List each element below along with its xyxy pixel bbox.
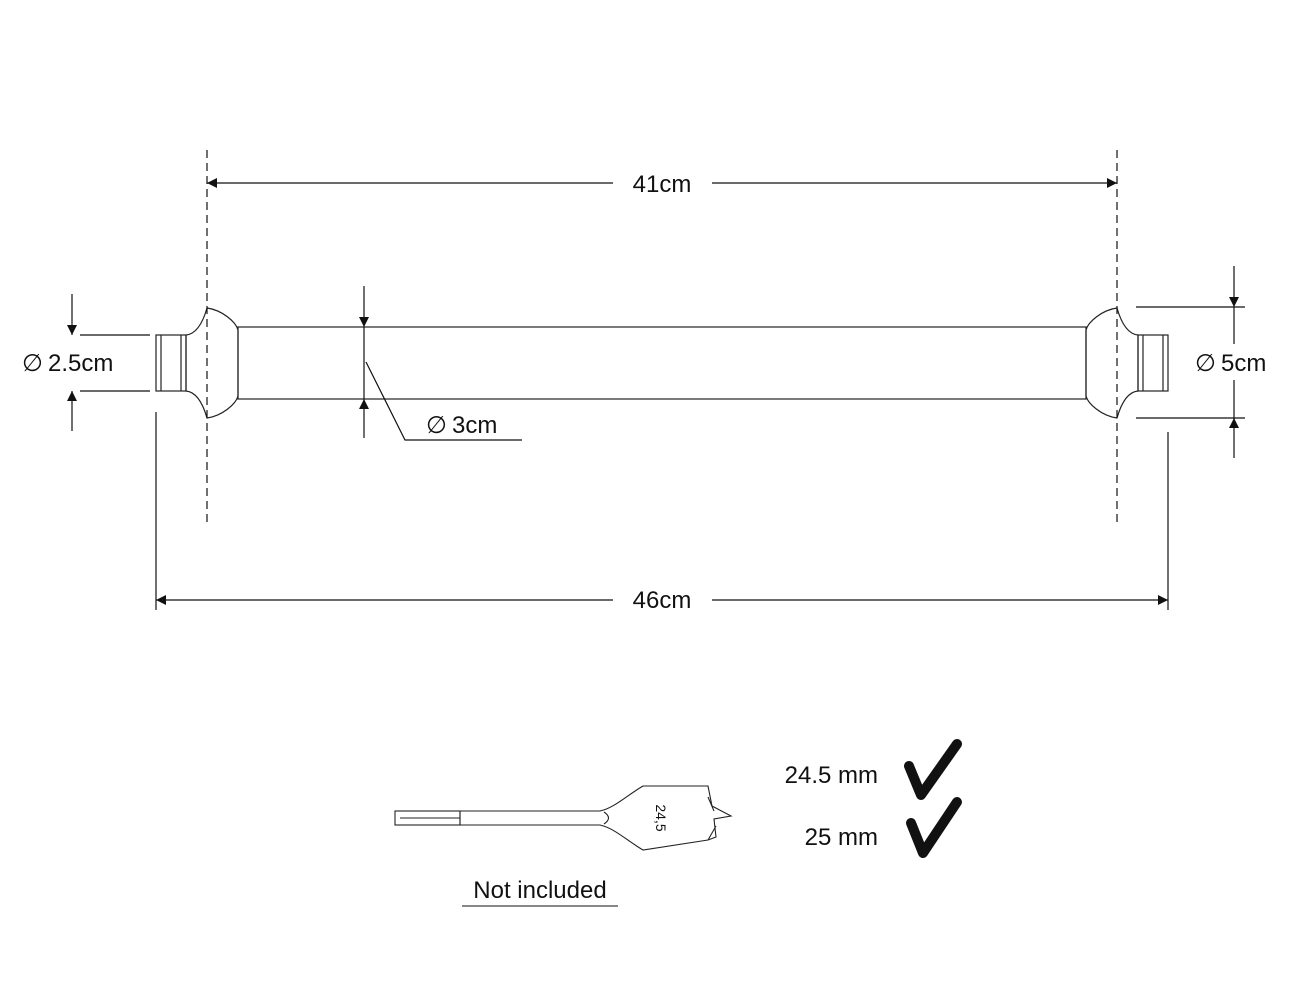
not-included-note: Not included (473, 877, 606, 904)
size-label: 25 mm (805, 824, 878, 851)
check-icon (906, 797, 962, 858)
left-knob (185, 307, 239, 419)
rod-diameter-label: 3cm (452, 412, 497, 439)
dimension-lines (67, 150, 1245, 610)
right-knob (1085, 307, 1139, 419)
spade-drill-bit (394, 785, 733, 851)
diameter-symbol: ∅ (1195, 350, 1216, 377)
overall-length-label: 46cm (633, 587, 692, 614)
diameter-symbol: ∅ (22, 350, 43, 377)
curtain-rod-drawing (155, 307, 1169, 419)
drill-bit-size-label: 24,5 (653, 804, 669, 831)
check-icon (904, 739, 962, 800)
rod-diameter-callout: ∅ 3cm (426, 412, 497, 439)
knob-diameter-label: 5cm (1221, 350, 1266, 377)
rod-tube (237, 326, 1087, 400)
end-pin-diameter-callout: ∅ 2.5cm (22, 350, 113, 377)
diameter-symbol: ∅ (426, 412, 447, 439)
inner-length-label: 41cm (633, 171, 692, 198)
knob-diameter-callout: ∅ 5cm (1192, 344, 1276, 380)
size-list: 24.5 mm 25 mm (785, 739, 962, 858)
end-pin-diameter-label: 2.5cm (48, 350, 113, 377)
right-end-pin (1137, 334, 1169, 392)
size-label: 24.5 mm (785, 762, 878, 789)
